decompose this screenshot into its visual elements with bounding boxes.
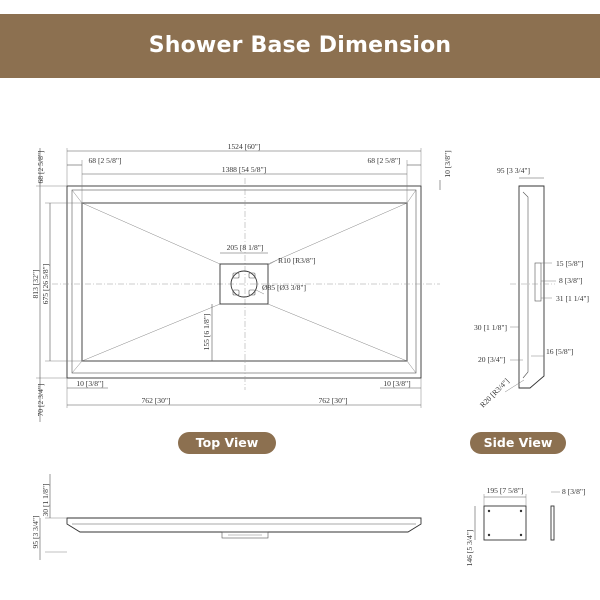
overall-width-label: 1524 [60"] [228, 142, 261, 151]
front-rim-label: 30 [1 1/8"] [41, 483, 50, 516]
side-radius-label: R20 [R3/4"] [478, 377, 511, 410]
drain-offset-label: 155 [6 1/8"] [202, 314, 211, 351]
drain-radius-label: R10 [R3/8"] [278, 256, 315, 265]
top-view-badge: Top View [178, 432, 276, 454]
bottom-right-offset-label: 10 [3/8"] [383, 379, 410, 388]
side-d5-label: 20 [3/4"] [478, 355, 505, 364]
drain-plate [219, 263, 269, 305]
inner-width-label: 1388 [54 5/8"] [222, 165, 266, 174]
side-depth-label: 95 [3 3/4"] [497, 166, 530, 175]
drain-plate-width-label: 195 [7 5/8"] [487, 486, 524, 495]
drain-hole [230, 270, 258, 298]
side-view-drawing: 95 [3 3/4"] 15 [5/8"] 8 [3/8"] 31 [1 1/4… [474, 166, 589, 409]
drain-plate-edge [550, 505, 555, 541]
side-d4-label: 30 [1 1/8"] [474, 323, 507, 332]
drain-plate-drawing: 195 [7 5/8"] 146 [5 3/4"] 8 [3/8"] [465, 486, 586, 566]
front-drain [221, 531, 269, 539]
inner-depth-label: 675 [26 5/8"] [41, 264, 50, 305]
drain-plate-thickness-label: 8 [3/8"] [562, 487, 586, 496]
shower-base-outline [66, 185, 422, 379]
shower-base-lip [71, 189, 417, 374]
right-rim-label: 68 [2 5/8"] [367, 156, 400, 165]
drain-width-label: 205 [8 1/8"] [227, 243, 264, 252]
rim-height-label: 10 [3/8"] [443, 150, 452, 177]
left-rim-label: 68 [2 5/8"] [88, 156, 121, 165]
side-profile [518, 185, 545, 389]
drain-plate-front [483, 505, 527, 541]
title-banner [0, 14, 600, 78]
page-title: Shower Base Dimension [148, 33, 452, 58]
side-view-badge: Side View [470, 432, 566, 454]
side-d1-label: 15 [5/8"] [556, 259, 583, 268]
shower-base-floor [81, 202, 408, 362]
drain-diameter-label: Ø85 [Ø3 3/8"] [262, 283, 306, 292]
bottom-rim-label: 70 [2 3/4"] [36, 383, 45, 416]
side-d2-label: 8 [3/8"] [559, 276, 583, 285]
drain-plate-height-label: 146 [5 3/4"] [465, 530, 474, 567]
top-view-drawing: 1524 [60"] 68 [2 5/8"] 68 [2 5/8"] 1388 … [31, 142, 452, 422]
front-profile [66, 517, 422, 533]
top-rim-label: 68 [2 5/8"] [36, 150, 45, 183]
half-right-label: 762 [30"] [318, 396, 347, 405]
front-height-label: 95 [3 3/4"] [31, 515, 40, 548]
bottom-left-offset-label: 10 [3/8"] [76, 379, 103, 388]
half-left-label: 762 [30"] [141, 396, 170, 405]
overall-depth-label: 813 [32"] [31, 269, 40, 298]
front-view-drawing: 30 [1 1/8"] 95 [3 3/4"] [31, 474, 422, 560]
side-d3-label: 31 [1 1/4"] [556, 294, 589, 303]
side-d6-label: 16 [5/8"] [546, 347, 573, 356]
